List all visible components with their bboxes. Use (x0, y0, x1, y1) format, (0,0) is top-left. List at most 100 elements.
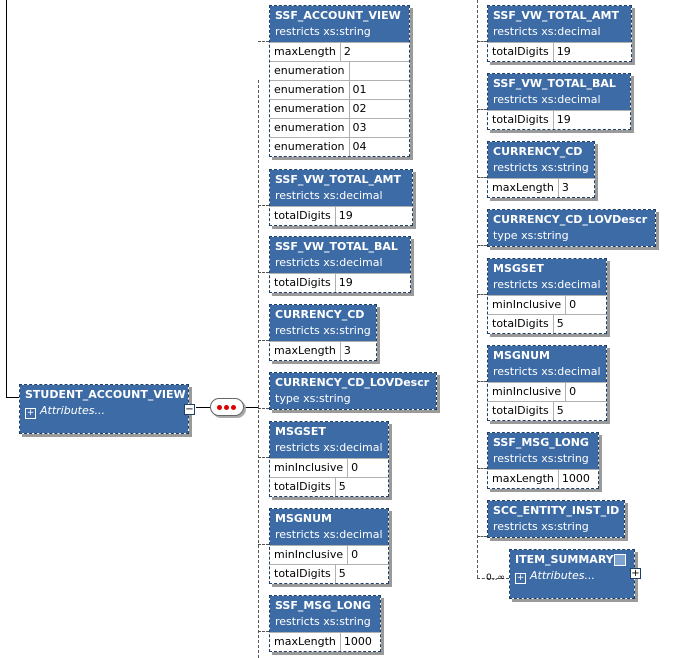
root-element-box[interactable]: STUDENT_ACCOUNT_VIEW +Attributes... − (19, 384, 195, 434)
facet-value: 02 (352, 102, 367, 115)
facet-name: maxLength (270, 342, 341, 360)
element-connector (477, 468, 487, 469)
facet-value: 0 (351, 461, 359, 474)
facet-name: maxLength (488, 179, 559, 197)
facet-name: totalDigits (270, 565, 336, 583)
element-type: restricts xs:string (275, 25, 371, 38)
expand-attributes-icon[interactable]: + (515, 573, 526, 584)
facet-value: 01 (352, 83, 367, 96)
sequence-compositor-icon[interactable] (210, 398, 244, 416)
facet-name: minInclusive (488, 383, 567, 401)
element-name: CURRENCY_CD_LOVDescr (493, 213, 648, 226)
element-name: CURRENCY_CD (493, 145, 583, 158)
sequence-connector (196, 407, 210, 408)
item-summary-box[interactable]: ITEM_SUMMARY +Attributes... + (509, 549, 641, 599)
facet-name: totalDigits (270, 478, 336, 496)
facet-value: 5 (338, 480, 346, 493)
item-summary-cardinality: 0..∞ (486, 573, 505, 583)
facet-name: minInclusive (488, 296, 567, 314)
root-connector-horizontal (6, 397, 20, 398)
element-name: SSF_VW_TOTAL_AMT (493, 9, 620, 22)
facet-name: enumeration (270, 119, 350, 137)
element-connector (258, 272, 269, 273)
element-type: restricts xs:string (275, 324, 371, 337)
expand-attributes-icon[interactable]: + (25, 408, 36, 419)
expand-children-icon[interactable]: + (630, 568, 641, 579)
element-connector (477, 294, 487, 295)
facet-value: 1000 (561, 472, 590, 485)
element-name: MSGNUM (275, 512, 332, 525)
facet-name: totalDigits (488, 315, 554, 333)
facet-name: totalDigits (488, 43, 554, 61)
element-name: SCC_ENTITY_INST_ID (493, 504, 620, 517)
element-name: MSGSET (493, 262, 544, 275)
element-connector (258, 631, 269, 632)
element-name: SSF_VW_TOTAL_AMT (275, 173, 402, 186)
left-branch-line (258, 80, 259, 658)
element-connector (258, 340, 269, 341)
reference-icon (614, 554, 626, 566)
facet-name: totalDigits (488, 402, 554, 420)
facet-value: 5 (556, 404, 564, 417)
facet-name: enumeration (270, 81, 350, 99)
facet-name: minInclusive (270, 459, 349, 477)
facet-name: maxLength (488, 470, 559, 488)
element-type: restricts xs:decimal (493, 25, 601, 38)
element-type: restricts xs:decimal (275, 441, 383, 454)
element-name: SSF_MSG_LONG (493, 436, 589, 449)
item-summary-connector (477, 578, 509, 579)
item-summary-attributes-label: Attributes... (530, 569, 595, 582)
facet-name: enumeration (270, 62, 350, 80)
element-name: CURRENCY_CD (275, 308, 365, 321)
facet-name: totalDigits (270, 207, 336, 225)
element-connector (258, 457, 269, 458)
element-connector (258, 408, 269, 409)
facet-name: minInclusive (270, 546, 349, 564)
element-type: restricts xs:decimal (275, 256, 383, 269)
sequence-out-connector (243, 407, 258, 408)
root-attributes-label: Attributes... (40, 404, 105, 417)
element-type: restricts xs:decimal (275, 528, 383, 541)
element-type: restricts xs:decimal (493, 365, 601, 378)
element-name: MSGSET (275, 425, 326, 438)
facet-name: totalDigits (270, 274, 336, 292)
element-connector (258, 205, 269, 206)
facet-name: totalDigits (488, 111, 554, 129)
facet-value: 19 (556, 45, 571, 58)
facet-value (350, 62, 356, 80)
collapse-children-icon[interactable]: − (184, 404, 195, 415)
element-connector (477, 536, 487, 537)
root-connector-vertical (6, 0, 7, 398)
element-box[interactable]: SSF_VW_TOTAL_AMT restricts xs:decimal tota… (487, 5, 632, 62)
facet-value: 0 (569, 298, 577, 311)
